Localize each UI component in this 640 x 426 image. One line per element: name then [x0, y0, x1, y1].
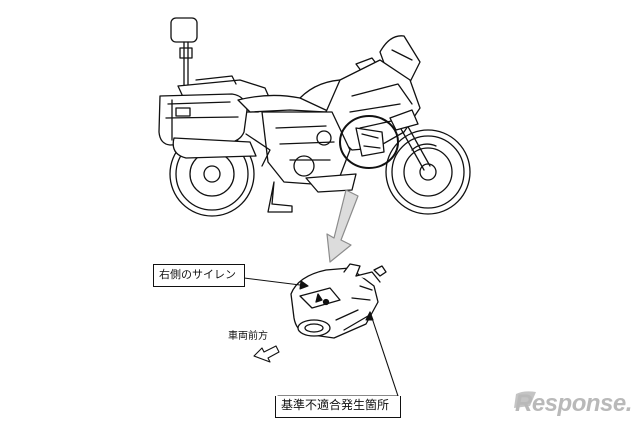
lower-cowl	[305, 173, 357, 193]
front-fork	[389, 109, 431, 171]
motorcycle-illustration	[158, 17, 471, 217]
engine-block	[245, 111, 351, 185]
defect-label-box	[275, 396, 401, 418]
magnify-arrow	[326, 189, 359, 263]
exhaust-muffler	[172, 137, 257, 159]
vehicle-front-arrow	[253, 345, 280, 363]
siren-label: 右側のサイレン	[159, 268, 236, 281]
side-stand	[267, 181, 293, 213]
siren-highlight-circle	[339, 115, 399, 169]
side-case	[158, 93, 248, 146]
front-wheel	[385, 129, 471, 215]
watermark-logo-mark	[514, 391, 536, 408]
vehicle-front-label: 車両前方	[228, 331, 268, 342]
siren-label-box	[153, 264, 245, 287]
antenna-pole	[170, 17, 198, 93]
defect-location-label: 基準不適合発生箇所	[281, 398, 390, 412]
siren-detail	[290, 263, 387, 339]
response-watermark: Response.	[515, 390, 632, 417]
